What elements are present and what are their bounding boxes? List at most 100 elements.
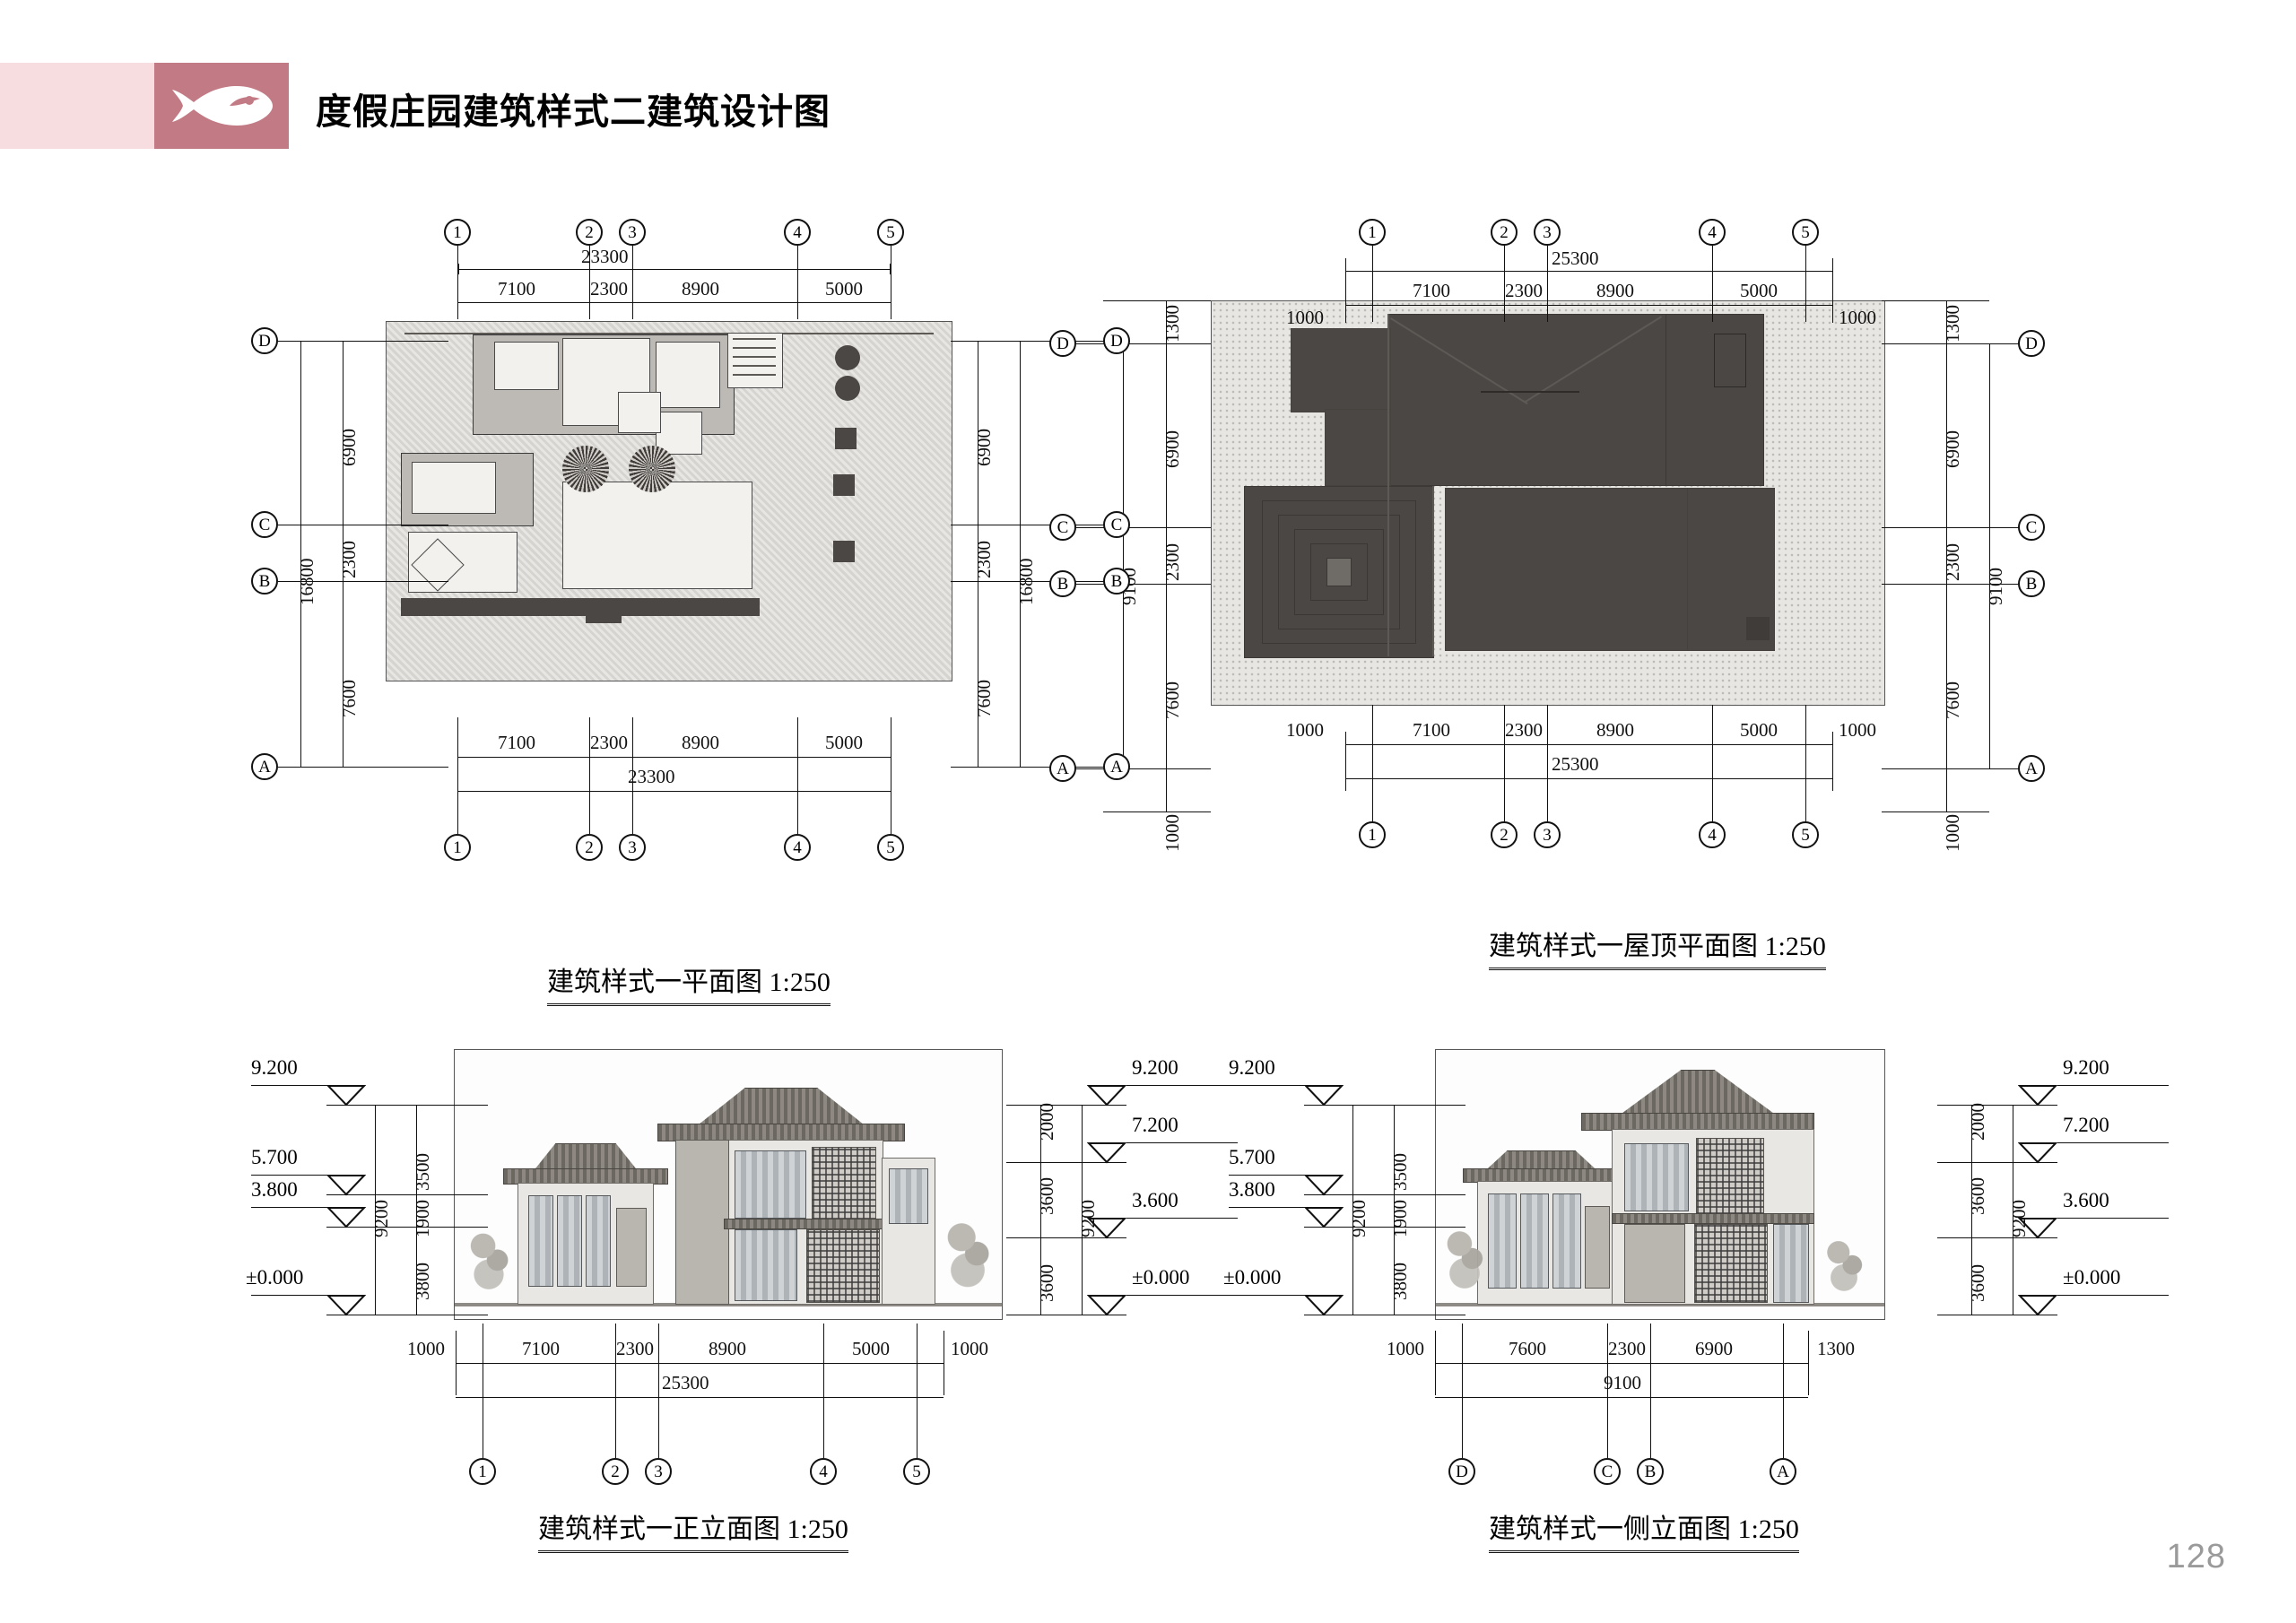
dim-right-1: 2000: [1967, 1103, 1988, 1141]
level-line-right-2b: [1006, 1162, 1126, 1163]
dim-right-3: 3600: [1967, 1264, 1988, 1302]
level-label-left-1: 9.200: [251, 1056, 298, 1079]
wall-lower-stone: [1624, 1224, 1685, 1303]
plan-planter: [835, 345, 860, 370]
dim-bottom-offset-left: 1000: [407, 1338, 445, 1359]
grid-circle-right-D: D: [2018, 330, 2045, 357]
level-line-left-1: [1229, 1085, 1335, 1086]
grid-circle-bottom-4: 4: [1699, 821, 1726, 848]
dim-top-4: 5000: [825, 278, 863, 299]
grid-circle-top-4: 4: [784, 219, 811, 246]
grid-circle-bottom-5: 5: [903, 1458, 930, 1485]
dim-bottom-offset-right: 1300: [1817, 1338, 1855, 1359]
grid-line-right-D: [951, 341, 1105, 342]
grid-line-bottom-offset-right: [1808, 1331, 1809, 1395]
level-label-left-4: ±0.000: [246, 1266, 304, 1289]
screen-main-upper: [812, 1147, 876, 1220]
level-line-left-4: [251, 1295, 357, 1296]
grid-line-bottom-5: [917, 1324, 918, 1458]
grid-line-right-offset-top: [1882, 300, 1989, 301]
window-lower: [1773, 1224, 1809, 1303]
level-label-left-2: 5.700: [251, 1146, 298, 1168]
grid-line-bottom-5: [1805, 705, 1806, 821]
window-left-3: [1552, 1193, 1581, 1289]
grid-line-right-B: [1882, 584, 2020, 585]
dim-line-top-overall: [1345, 271, 1832, 272]
dim-right-3: 3600: [1036, 1264, 1057, 1302]
dim-top-1: 7100: [498, 278, 535, 299]
level-label-left-4: ±0.000: [1223, 1266, 1282, 1289]
dim-bottom-1: 7100: [1413, 719, 1450, 741]
dim-line-left-overall: [1123, 343, 1124, 768]
window-upper: [1624, 1143, 1689, 1211]
level-line-right-4: [1126, 1295, 1238, 1296]
dim-top-overall: 25300: [1552, 247, 1599, 269]
grid-circle-bottom-B: B: [1637, 1458, 1664, 1485]
level-marker-icon: [2018, 1085, 2057, 1107]
grid-line-top-4: [1712, 246, 1713, 322]
level-marker-icon: [1304, 1175, 1344, 1196]
window-left-1: [1488, 1193, 1517, 1289]
level-line-right-2: [2057, 1142, 2169, 1143]
ground-floor-plan-drawing: [386, 321, 952, 681]
dim-line-left-chain: [416, 1105, 417, 1315]
ground-line: [1436, 1303, 1884, 1306]
dim-tick: [457, 264, 459, 274]
grid-line-bottom-1: [1372, 705, 1373, 821]
level-marker-icon: [1304, 1085, 1344, 1107]
level-marker-icon: [326, 1085, 366, 1107]
level-label-right-4: ±0.000: [1132, 1266, 1190, 1289]
plan-parasol: [562, 446, 609, 492]
level-label-left-3: 3.800: [1229, 1178, 1275, 1201]
level-marker-icon: [1087, 1218, 1126, 1239]
grid-line-left-D: [278, 341, 448, 342]
dim-left-offset-top: 1300: [1161, 305, 1183, 343]
grid-circle-left-C: C: [251, 511, 278, 538]
level-line-left-1: [251, 1085, 357, 1086]
level-label-left-3: 3.800: [251, 1178, 298, 1201]
dim-bottom-3: 8900: [1596, 719, 1634, 741]
level-line-right-1: [2057, 1085, 2169, 1086]
dim-top-3: 8900: [682, 278, 719, 299]
dim-top-2: 2300: [590, 278, 628, 299]
plan-stair-tread: [733, 347, 776, 349]
level-line-right-1b: [1937, 1105, 2057, 1106]
dim-left-1: 6900: [1161, 430, 1183, 468]
window-main-lower: [735, 1229, 797, 1301]
grid-circle-top-4: 4: [1699, 219, 1726, 246]
grid-circle-bottom-3: 3: [619, 834, 646, 861]
plan-room: [656, 412, 702, 455]
grid-circle-bottom-1: 1: [1359, 821, 1386, 848]
figure-roof-plan: 1 2 3 4 5 25300 7100 2300 8900 5000 1000…: [1049, 206, 2045, 970]
plan-parasol: [629, 446, 675, 492]
dim-line-left-chain: [343, 341, 344, 767]
grid-line-top-1: [1372, 246, 1373, 322]
grid-circle-top-3: 3: [1534, 219, 1561, 246]
tree-right: [937, 1193, 998, 1303]
dim-right-offset-bottom: 1000: [1942, 814, 1963, 852]
dim-bottom-1: 7600: [1509, 1338, 1546, 1359]
dim-bottom-2: 2300: [1608, 1338, 1646, 1359]
grid-line-bottom-offset-left: [1345, 732, 1346, 791]
dim-right-2: 2300: [973, 541, 995, 578]
logo-tile: [154, 63, 289, 149]
dim-right-3: 7600: [973, 680, 995, 717]
plan-stair-tread: [733, 356, 776, 358]
dim-left-2: 2300: [338, 541, 360, 578]
dim-line-left-chain: [1394, 1105, 1395, 1315]
fish-icon: [172, 86, 273, 126]
grid-circle-bottom-2: 2: [602, 1458, 629, 1485]
plan-water-feature: [618, 392, 661, 433]
grid-line-bottom-A: [1783, 1324, 1784, 1458]
level-marker-icon: [1087, 1295, 1126, 1316]
level-line-left-4: [1229, 1295, 1335, 1296]
grid-circle-bottom-4: 4: [810, 1458, 837, 1485]
dim-left-overall: 16800: [296, 558, 317, 606]
level-label-left-2: 5.700: [1229, 1146, 1275, 1168]
plan-stair-tread: [733, 365, 776, 367]
grid-line-left-D: [1076, 343, 1211, 344]
grid-circle-right-B: B: [2018, 570, 2045, 597]
level-label-left-1: 9.200: [1229, 1056, 1275, 1079]
grid-circle-left-A: A: [1049, 755, 1076, 782]
level-marker-icon: [2018, 1295, 2057, 1316]
